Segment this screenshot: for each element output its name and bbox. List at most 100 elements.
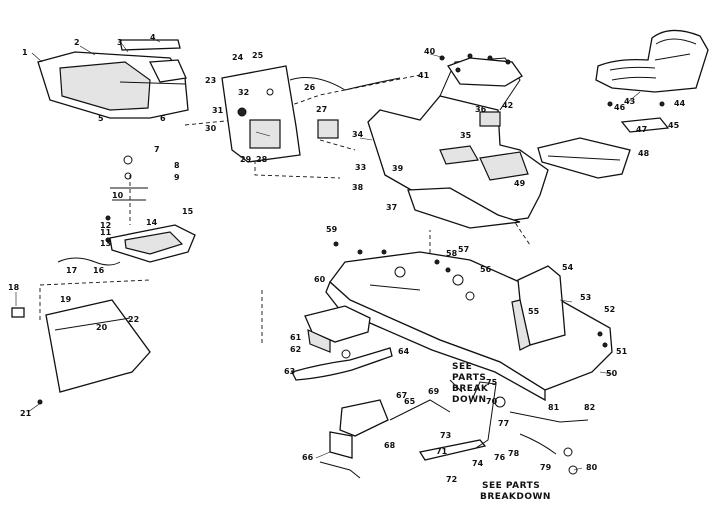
callout-44: 44 <box>674 99 686 108</box>
callout-38: 38 <box>352 183 364 192</box>
callout-69: 69 <box>428 387 440 396</box>
callout-18: 18 <box>8 283 20 292</box>
callout-47: 47 <box>636 125 647 134</box>
callout-30: 30 <box>205 124 217 133</box>
callout-76: 76 <box>494 453 506 462</box>
callout-50: 50 <box>606 369 618 378</box>
callout-23: 23 <box>205 76 216 85</box>
note-top-line-2: PARTS <box>452 373 486 383</box>
callout-31: 31 <box>212 106 224 115</box>
callout-54: 54 <box>562 263 574 272</box>
callout-66: 66 <box>302 453 314 462</box>
parts-breakdown-note-top: SEE PARTS BREAK DOWN <box>452 362 489 405</box>
callout-12: 12 <box>100 221 111 230</box>
callout-20: 20 <box>96 323 108 332</box>
callout-14: 14 <box>146 218 158 227</box>
callout-41: 41 <box>418 71 430 80</box>
callout-79: 79 <box>540 463 552 472</box>
front-axle <box>291 305 393 381</box>
callout-15: 15 <box>182 207 194 216</box>
callout-77: 77 <box>498 419 509 428</box>
note-top-line-4: DOWN <box>452 395 487 405</box>
callout-59: 59 <box>326 225 338 234</box>
callout-78: 78 <box>508 449 520 458</box>
callout-56: 56 <box>480 265 492 274</box>
callout-28: 28 <box>256 155 268 164</box>
callout-8: 8 <box>174 161 180 170</box>
callout-73: 73 <box>440 431 451 440</box>
callout-63: 63 <box>284 367 295 376</box>
callout-36: 36 <box>475 105 487 114</box>
callout-29: 29 <box>240 155 252 164</box>
callout-74: 74 <box>472 459 484 468</box>
seat-pan <box>447 57 523 127</box>
callout-62: 62 <box>290 345 301 354</box>
note-top-line-3: BREAK <box>452 384 489 394</box>
note-bottom-line-2: BREAKDOWN <box>480 492 551 502</box>
callout-61: 61 <box>290 333 302 342</box>
callout-1: 1 <box>22 48 28 57</box>
callout-64: 64 <box>398 347 410 356</box>
callout-4: 4 <box>150 33 156 42</box>
callout-9: 9 <box>174 173 180 182</box>
callout-37: 37 <box>386 203 397 212</box>
callout-16: 16 <box>93 266 105 275</box>
callout-25: 25 <box>252 51 264 60</box>
callout-27: 27 <box>316 105 327 114</box>
seat <box>595 29 709 133</box>
callout-11: 11 <box>100 228 112 237</box>
callout-67: 67 <box>396 391 407 400</box>
callout-26: 26 <box>304 83 316 92</box>
callout-35: 35 <box>460 131 472 140</box>
callout-72: 72 <box>446 475 457 484</box>
pedal-linkage <box>319 379 589 479</box>
callout-34: 34 <box>352 130 364 139</box>
hood-assembly <box>37 39 189 119</box>
callout-58: 58 <box>446 249 458 258</box>
callout-24: 24 <box>232 53 244 62</box>
callout-55: 55 <box>528 307 540 316</box>
callout-40: 40 <box>424 47 436 56</box>
callout-19: 19 <box>60 295 72 304</box>
callout-2: 2 <box>74 38 80 47</box>
callout-51: 51 <box>616 347 628 356</box>
callout-60: 60 <box>314 275 326 284</box>
side-panel <box>11 299 151 393</box>
callout-7: 7 <box>154 145 160 154</box>
callout-71: 71 <box>436 447 448 456</box>
callout-39: 39 <box>392 164 404 173</box>
callout-13: 13 <box>100 239 111 248</box>
callout-57: 57 <box>458 245 469 254</box>
callout-46: 46 <box>614 103 626 112</box>
callout-45: 45 <box>668 121 680 130</box>
callout-49: 49 <box>514 179 526 188</box>
callout-53: 53 <box>580 293 591 302</box>
callout-68: 68 <box>384 441 396 450</box>
callout-22: 22 <box>128 315 139 324</box>
rear-cover <box>537 137 631 179</box>
note-bottom-line-1: SEE PARTS <box>482 481 540 491</box>
parts-breakdown-note-bottom: SEE PARTS BREAKDOWN <box>480 481 551 502</box>
callout-43: 43 <box>624 97 635 106</box>
hardware <box>37 53 665 405</box>
callout-labels: 1 2 3 4 5 6 7 8 9 10 11 12 13 14 15 16 1… <box>8 33 686 484</box>
callout-80: 80 <box>586 463 598 472</box>
callout-75: 75 <box>486 378 498 387</box>
callout-21: 21 <box>20 409 32 418</box>
leader-lines <box>15 39 641 471</box>
callout-17: 17 <box>66 266 77 275</box>
callout-3: 3 <box>117 38 123 47</box>
dash-panel <box>221 65 401 163</box>
callout-42: 42 <box>502 101 513 110</box>
main-frame <box>325 251 613 402</box>
fender-assembly <box>367 57 549 229</box>
callout-70: 70 <box>486 397 498 406</box>
callout-48: 48 <box>638 149 650 158</box>
callout-33: 33 <box>355 163 366 172</box>
grille-panel <box>57 155 196 266</box>
note-top-line-1: SEE <box>452 362 472 372</box>
callout-5: 5 <box>98 114 104 123</box>
callout-52: 52 <box>604 305 615 314</box>
